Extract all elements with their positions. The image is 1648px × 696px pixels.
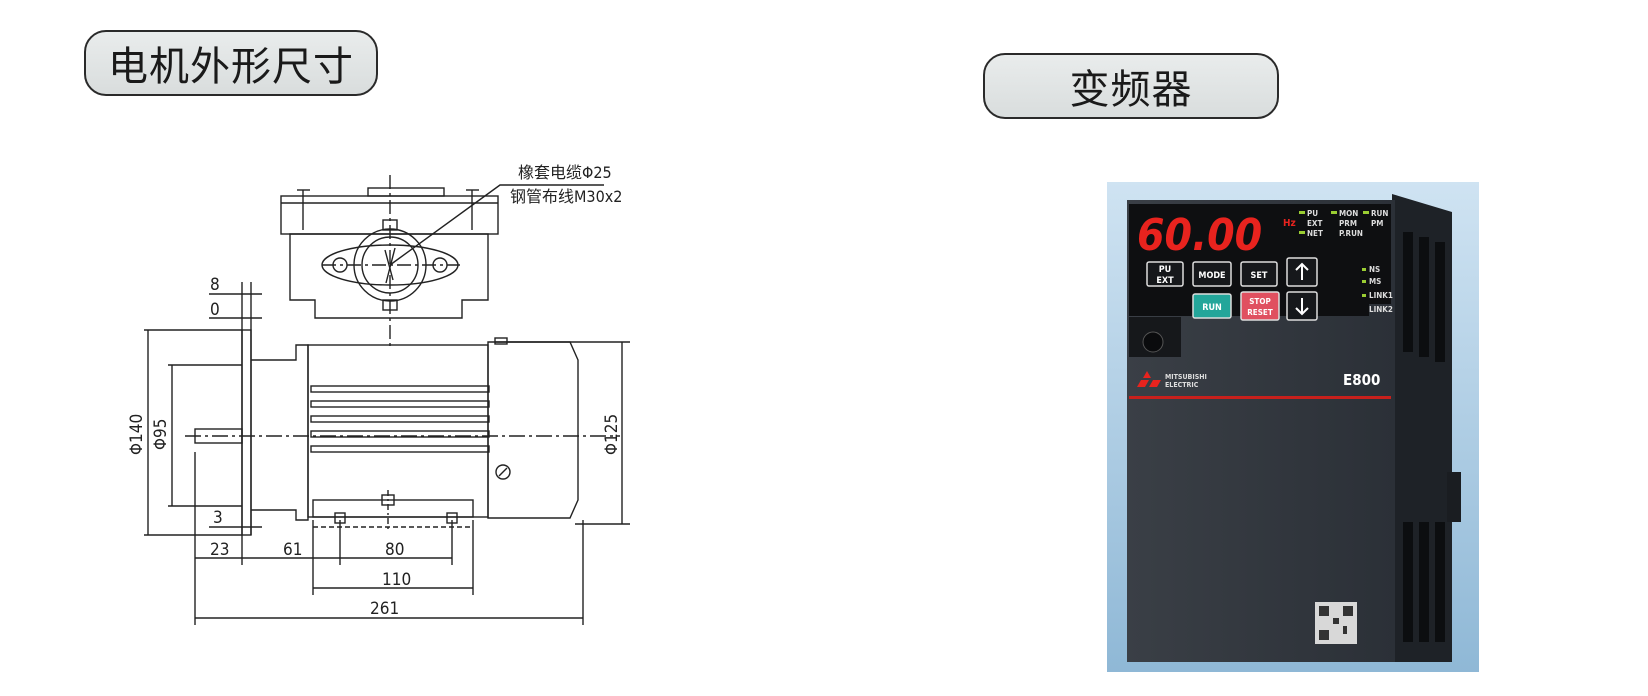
led-ext: EXT — [1307, 219, 1322, 228]
dim-0: 0 — [210, 300, 220, 320]
led-link1: LINK1 — [1369, 291, 1393, 300]
stop-reset-button[interactable] — [1240, 291, 1280, 321]
led-run: RUN — [1371, 209, 1388, 218]
run-button[interactable] — [1192, 293, 1232, 319]
dim-61: 61 — [283, 540, 302, 560]
unit-hz: Hz — [1283, 218, 1296, 229]
led-prm: PRM — [1339, 219, 1357, 228]
callout-cable: 橡套电缆Φ25 — [518, 163, 612, 182]
dim-phi140: Φ140 — [127, 414, 147, 455]
led-link2: LINK2 — [1369, 305, 1393, 314]
down-arrow-icon — [1295, 298, 1309, 316]
dim-phi95: Φ95 — [151, 419, 171, 451]
dim-110: 110 — [382, 570, 411, 590]
inverter-title: 变频器 — [983, 53, 1279, 119]
set-label: SET — [1251, 271, 1268, 281]
led-pu: PU — [1307, 209, 1318, 218]
motor-dimensions-title: 电机外形尺寸 — [84, 30, 378, 96]
mode-button[interactable] — [1192, 261, 1232, 287]
fan-cover — [487, 341, 579, 519]
frequency-display: 60.00 — [1137, 210, 1262, 261]
mitsubishi-logo-icon — [1137, 371, 1161, 387]
lid-bolt-right — [466, 189, 479, 230]
up-arrow-icon — [1295, 262, 1309, 280]
model-label: E800 — [1343, 371, 1380, 389]
brand-line2: ELECTRIC — [1165, 381, 1199, 389]
led-pm: PM — [1371, 219, 1383, 228]
terminal-box-body — [289, 233, 489, 319]
mode-label: MODE — [1198, 271, 1225, 281]
cooling-fins — [310, 385, 490, 453]
pu-ext-button[interactable] — [1146, 261, 1184, 287]
led-net: NET — [1307, 229, 1323, 238]
set-button[interactable] — [1240, 261, 1278, 287]
stop-label: STOP — [1249, 297, 1270, 306]
dim-3: 3 — [213, 508, 223, 528]
flange-plate — [241, 329, 252, 536]
ext-label: EXT — [1156, 276, 1174, 286]
led-ns: NS — [1369, 265, 1380, 274]
dim-8: 8 — [210, 275, 220, 295]
pu-label: PU — [1159, 265, 1172, 275]
callout-conduit: 钢管布线M30x2 — [510, 187, 622, 206]
mounting-foot — [312, 499, 474, 518]
dim-80: 80 — [385, 540, 404, 560]
brand-line1: MITSUBISHI — [1165, 373, 1207, 381]
run-label: RUN — [1202, 303, 1222, 313]
led-mon: MON — [1339, 209, 1358, 218]
led-ms: MS — [1369, 277, 1381, 286]
dim-phi125: Φ125 — [602, 414, 622, 455]
led-prun: P.RUN — [1339, 229, 1363, 238]
dim-261: 261 — [370, 599, 399, 619]
lid-bolt-left — [297, 189, 310, 230]
inverter-photo: 60.00 Hz PU EXT NET MON PRM P.RUN RUN PM… — [1107, 182, 1479, 672]
callout-leader — [389, 184, 604, 266]
dim-23: 23 — [210, 540, 229, 560]
reset-label: RESET — [1247, 308, 1273, 317]
